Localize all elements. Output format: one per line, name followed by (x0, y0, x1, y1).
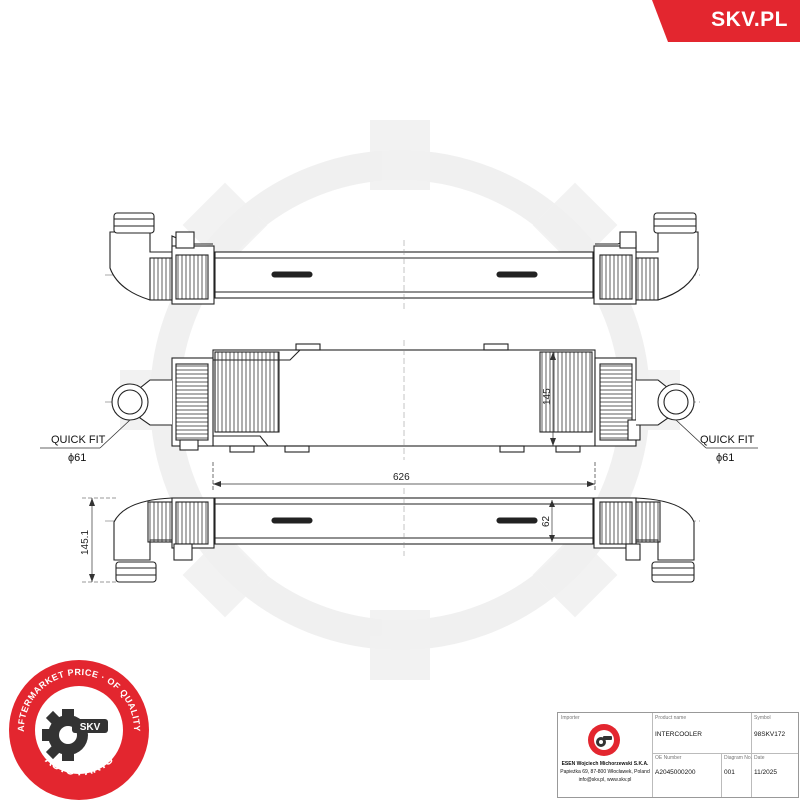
product-name: INTERCOOLER (655, 731, 702, 738)
seal-badge: SKV (80, 722, 101, 733)
dim-core-height-label: 145 (542, 388, 553, 405)
dim-depth-label: 62 (541, 515, 552, 527)
company-address: Papieżka 69, 87-800 Włocławek, Poland (560, 769, 650, 775)
symbol: 98SKV172 (754, 731, 786, 738)
top-view (105, 212, 700, 310)
title-block: Importer ESEN Wojciech Michorzewski S.K.… (557, 712, 799, 798)
date: 11/2025 (754, 769, 778, 776)
oe-number: A2045000200 (655, 769, 696, 776)
brand-banner (652, 0, 800, 42)
title-block-divider (721, 753, 722, 797)
product-name-label: Product name (655, 715, 687, 721)
brand-logo-text: SKV.PL (711, 8, 788, 31)
left-quick-fit-label: QUICK FIT (51, 434, 106, 446)
title-block-row-divider (652, 753, 798, 754)
diagram-no-label: Diagram No. (724, 755, 753, 761)
bottom-view (82, 488, 700, 583)
date-label: Date (754, 755, 765, 761)
dim-width-label: 626 (393, 472, 410, 483)
company-contact: info@skv.pl, www.skv.pl (578, 777, 632, 783)
symbol-label: Symbol (754, 715, 771, 721)
right-quick-fit-label: QUICK FIT (700, 434, 755, 446)
title-block-divider (751, 713, 752, 797)
front-view (40, 340, 758, 460)
importer-label: Importer (561, 715, 580, 721)
title-block-seal (588, 724, 620, 756)
title-block-divider (652, 713, 653, 797)
diagram-no: 001 (724, 769, 735, 776)
right-diameter-label: ϕ61 (716, 452, 735, 464)
quality-seal: AFTERMARKET PRICE · OF QUALITY AUTO PART… (9, 660, 149, 800)
gear-icon (42, 709, 88, 761)
company-name: ESEN Wojciech Michorzewski S.K.A. (561, 761, 649, 767)
dim-total-height-label: 145.1 (80, 530, 91, 555)
oe-number-label: OE Number (655, 755, 682, 761)
width-dimension (212, 462, 596, 492)
left-diameter-label: ϕ61 (68, 452, 87, 464)
